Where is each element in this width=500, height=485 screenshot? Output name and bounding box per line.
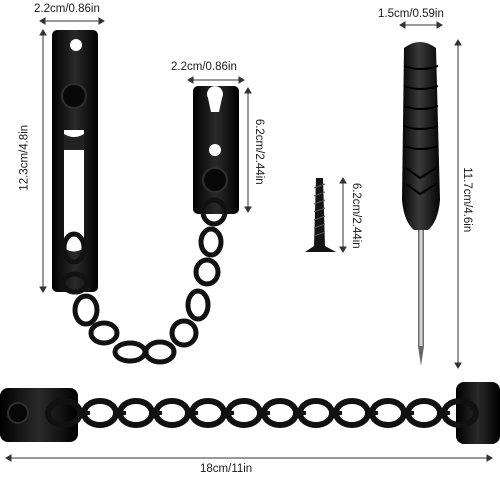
assembled-chain [0,382,500,444]
screw-hole-icon [70,39,82,51]
chain-track-plate [52,30,98,292]
door-plate-height-label: 6.2cm/2.44in [252,118,265,185]
keyhole-slot-icon [207,86,223,112]
door-plate-width-label: 2.2cm/0.86in [171,61,237,73]
screwdriver-length-label: 11.7cm/4.6in [460,167,473,233]
screw-length-label: 6.2cm/2.44in [349,182,362,249]
screwdriver-width-label: 1.5cm/0.59in [378,8,444,20]
screw-hole-icon [209,144,221,156]
screw [305,178,336,252]
dimension-lines [5,17,493,462]
chain-length-label: 18cm/11in [200,463,253,475]
hanging-chain [60,197,228,365]
chain-plate-height-label: 12.3cm/4.8in [18,124,31,191]
screw-head-icon [61,83,87,109]
door-receiver-plate [193,86,239,214]
screwdriver [402,42,440,366]
chain-plate-width-label: 2.2cm/0.86in [34,3,100,15]
